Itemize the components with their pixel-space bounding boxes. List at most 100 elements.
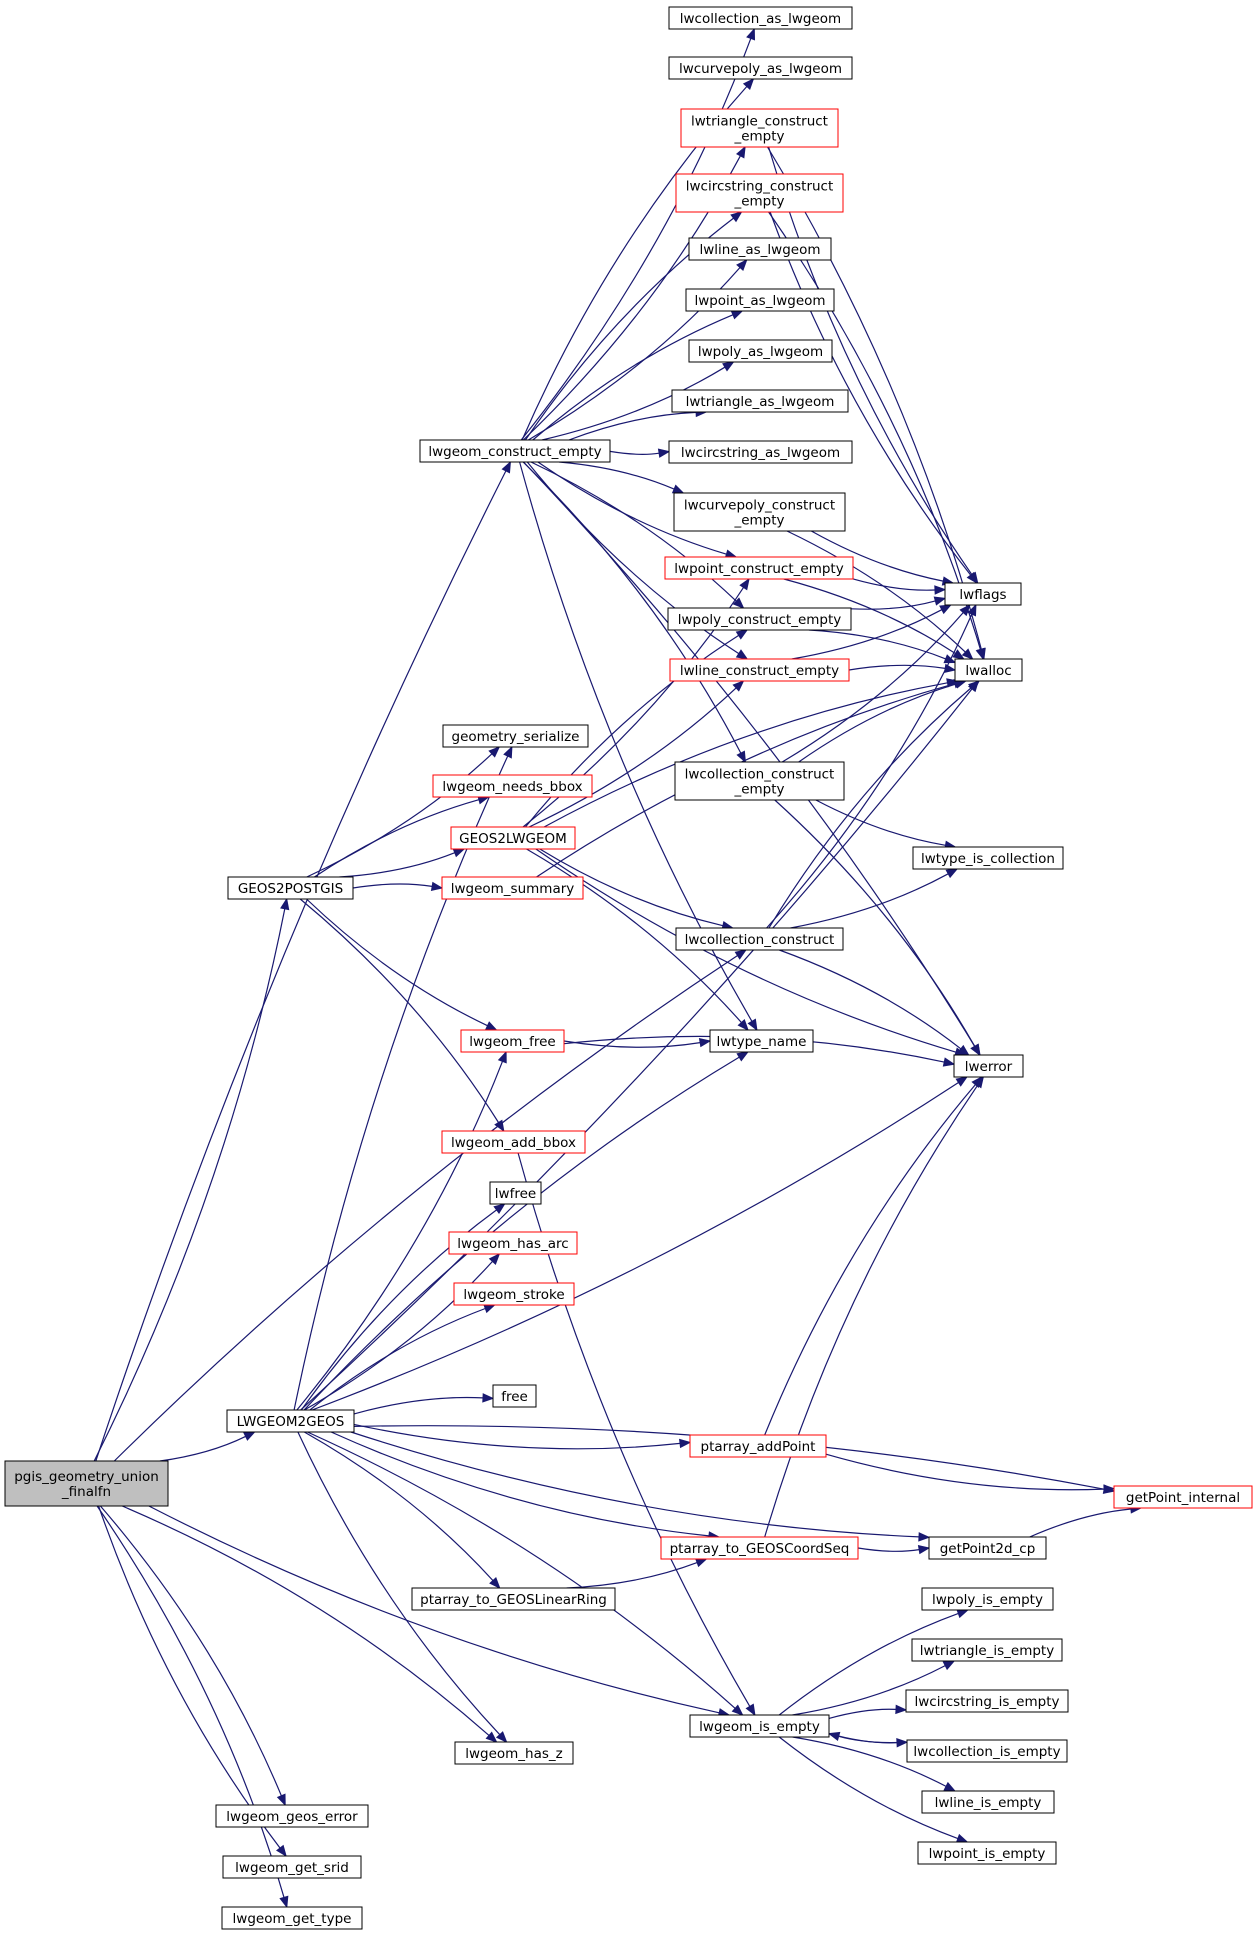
node-construct_empty[interactable]: lwgeom_construct_empty (419, 439, 611, 463)
edge-geos2lwgeom-to-type_name (526, 848, 742, 1023)
node-label-type_is_coll: lwtype_is_collection (921, 851, 1055, 867)
node-label-is_empty: lwgeom_is_empty (699, 1719, 820, 1735)
arrowhead-lwgeom2geos-to-lwfree (493, 1203, 506, 1214)
node-box-lwflags (944, 582, 1022, 606)
arrowhead-lwgeom2geos-to-free (482, 1393, 495, 1403)
edge-geos2lwgeom-to-lwalloc (543, 682, 948, 828)
node-coll_as[interactable]: lwcollection_as_lwgeom (668, 6, 853, 30)
node-point_cons[interactable]: lwpoint_construct_empty (664, 556, 854, 580)
node-label-line_is_empty: lwline_is_empty (935, 1795, 1042, 1811)
node-box-point_is_empty (917, 1841, 1057, 1865)
edge-construct_empty-to-poly_cons (530, 461, 737, 602)
arrowhead-lwgeom2geos-to-getpoint2d (918, 1532, 931, 1542)
node-geos2postgis[interactable]: GEOS2POSTGIS (227, 876, 354, 900)
node-poly_cons[interactable]: lwpoly_construct_empty (667, 607, 852, 631)
node-label-coll_cons_empty: _empty (733, 782, 784, 798)
edge-lwgeom2geos-to-to_coordseq (330, 1431, 709, 1537)
node-box-point_as (685, 288, 835, 312)
node-label-lwerror: lwerror (965, 1059, 1013, 1075)
node-box-add_bbox (441, 1130, 586, 1154)
node-getpoint2d[interactable]: getPoint2d_cp (928, 1536, 1047, 1560)
node-box-getpoint2d (928, 1536, 1047, 1560)
node-label-root: pgis_geometry_union (14, 1469, 159, 1485)
node-lwgeom_free[interactable]: lwgeom_free (460, 1029, 565, 1053)
node-label-to_linearring: ptarray_to_GEOSLinearRing (420, 1592, 607, 1608)
node-line_as[interactable]: lwline_as_lwgeom (688, 237, 832, 261)
node-box-geos_error (215, 1804, 369, 1828)
node-to_coordseq[interactable]: ptarray_to_GEOSCoordSeq (660, 1536, 859, 1560)
node-lwflags[interactable]: lwflags (944, 582, 1022, 606)
node-type_is_coll[interactable]: lwtype_is_collection (912, 846, 1064, 870)
node-circ_as[interactable]: lwcircstring_as_lwgeom (668, 440, 853, 464)
node-tri_cons[interactable]: lwtriangle_construct_empty (680, 108, 839, 148)
node-has_arc[interactable]: lwgeom_has_arc (448, 1231, 578, 1255)
arrowhead-geos2postgis-to-summary (430, 881, 444, 892)
node-geos_error[interactable]: lwgeom_geos_error (215, 1804, 369, 1828)
arrowhead-construct_empty-to-point_as (730, 310, 744, 320)
edge-lwgeom2geos-to-lwgeom_free (296, 1061, 504, 1411)
node-add_bbox[interactable]: lwgeom_add_bbox (441, 1130, 586, 1154)
node-add_point[interactable]: ptarray_addPoint (689, 1434, 827, 1458)
node-box-tri_is_empty (911, 1638, 1063, 1662)
node-needs_bbox[interactable]: lwgeom_needs_bbox (432, 774, 593, 798)
arrowhead-construct_empty-to-line_cons (735, 649, 749, 660)
node-lwgeom2geos[interactable]: LWGEOM2GEOS (226, 1409, 355, 1433)
node-circ_cons[interactable]: lwcircstring_construct_empty (675, 173, 844, 213)
node-box-construct_empty (419, 439, 611, 463)
node-free[interactable]: free (492, 1384, 537, 1408)
node-label-summary: lwgeom_summary (451, 881, 575, 897)
node-get_srid[interactable]: lwgeom_get_srid (222, 1855, 362, 1879)
arrowhead-construct_empty-to-tri_cons (736, 145, 746, 159)
node-point_as[interactable]: lwpoint_as_lwgeom (685, 288, 835, 312)
arrowhead-to_coordseq-to-getpoint2d (917, 1544, 931, 1555)
arrowhead-geos2postgis-to-lwgeom_free (485, 1021, 498, 1031)
arrowhead-lwgeom2geos-to-is_empty (731, 1704, 744, 1716)
node-label-get_srid: lwgeom_get_srid (235, 1860, 349, 1876)
node-type_name[interactable]: lwtype_name (709, 1029, 814, 1053)
node-has_z[interactable]: lwgeom_has_z (454, 1741, 574, 1765)
node-curvepoly_as[interactable]: lwcurvepoly_as_lwgeom (668, 56, 853, 80)
node-poly_is_empty[interactable]: lwpoly_is_empty (921, 1587, 1054, 1611)
node-get_type[interactable]: lwgeom_get_type (221, 1906, 363, 1930)
arrowhead-construct_empty-to-type_name (747, 1018, 758, 1032)
node-box-free (492, 1384, 537, 1408)
arrowhead-circ_cons-to-lwalloc (975, 647, 985, 661)
node-coll_construct[interactable]: lwcollection_construct (675, 927, 844, 951)
node-is_empty[interactable]: lwgeom_is_empty (689, 1714, 830, 1738)
node-line_cons[interactable]: lwline_construct_empty (669, 658, 850, 682)
arrowhead-geos2lwgeom-to-type_name (737, 1019, 749, 1032)
node-lwerror[interactable]: lwerror (953, 1054, 1024, 1078)
arrowhead-geos2postgis-to-add_bbox (494, 1119, 505, 1133)
arrowhead-lwgeom2geos-to-type_name (736, 1051, 750, 1062)
node-root[interactable]: pgis_geometry_union_finalfn (4, 1460, 169, 1507)
node-circ_is_empty[interactable]: lwcircstring_is_empty (905, 1689, 1069, 1713)
node-curvepoly_cons[interactable]: lwcurvepoly_construct_empty (673, 492, 846, 532)
node-poly_as[interactable]: lwpoly_as_lwgeom (688, 339, 833, 363)
edge-geos2lwgeom-to-coll_construct (539, 848, 724, 927)
edge-is_empty-to-poly_is_empty (778, 1612, 959, 1716)
node-point_is_empty[interactable]: lwpoint_is_empty (917, 1841, 1057, 1865)
node-lwalloc[interactable]: lwalloc (954, 658, 1023, 682)
node-tri_is_empty[interactable]: lwtriangle_is_empty (911, 1638, 1063, 1662)
node-geom_serialize[interactable]: geometry_serialize (442, 724, 589, 748)
arrowhead-construct_empty-to-poly_cons (732, 597, 745, 609)
node-geos2lwgeom[interactable]: GEOS2LWGEOM (450, 826, 576, 850)
node-lwfree[interactable]: lwfree (489, 1181, 542, 1205)
node-tri_as[interactable]: lwtriangle_as_lwgeom (671, 389, 849, 413)
arrowhead-is_empty-to-circ_is_empty (895, 1704, 908, 1715)
edge-root-to-is_empty (148, 1505, 720, 1714)
node-summary[interactable]: lwgeom_summary (441, 876, 584, 900)
node-to_linearring[interactable]: ptarray_to_GEOSLinearRing (411, 1587, 616, 1611)
node-box-circ_is_empty (905, 1689, 1069, 1713)
edge-root-to-geos_error (99, 1505, 282, 1797)
node-coll_is_empty[interactable]: lwcollection_is_empty (906, 1739, 1068, 1763)
arrowhead-point_cons-to-lwalloc (952, 649, 965, 660)
edge-lwgeom2geos-to-type_name (303, 1056, 740, 1411)
node-line_is_empty[interactable]: lwline_is_empty (921, 1790, 1055, 1814)
node-coll_cons_empty[interactable]: lwcollection_construct_empty (674, 761, 845, 801)
edge-lwgeom2geos-to-getpoint2d (350, 1431, 920, 1538)
node-label-lwflags: lwflags (959, 587, 1006, 603)
node-stroke[interactable]: lwgeom_stroke (453, 1282, 575, 1306)
arrowhead-is_empty-to-poly_is_empty (956, 1609, 970, 1619)
node-getpoint_internal[interactable]: getPoint_internal (1113, 1485, 1253, 1509)
